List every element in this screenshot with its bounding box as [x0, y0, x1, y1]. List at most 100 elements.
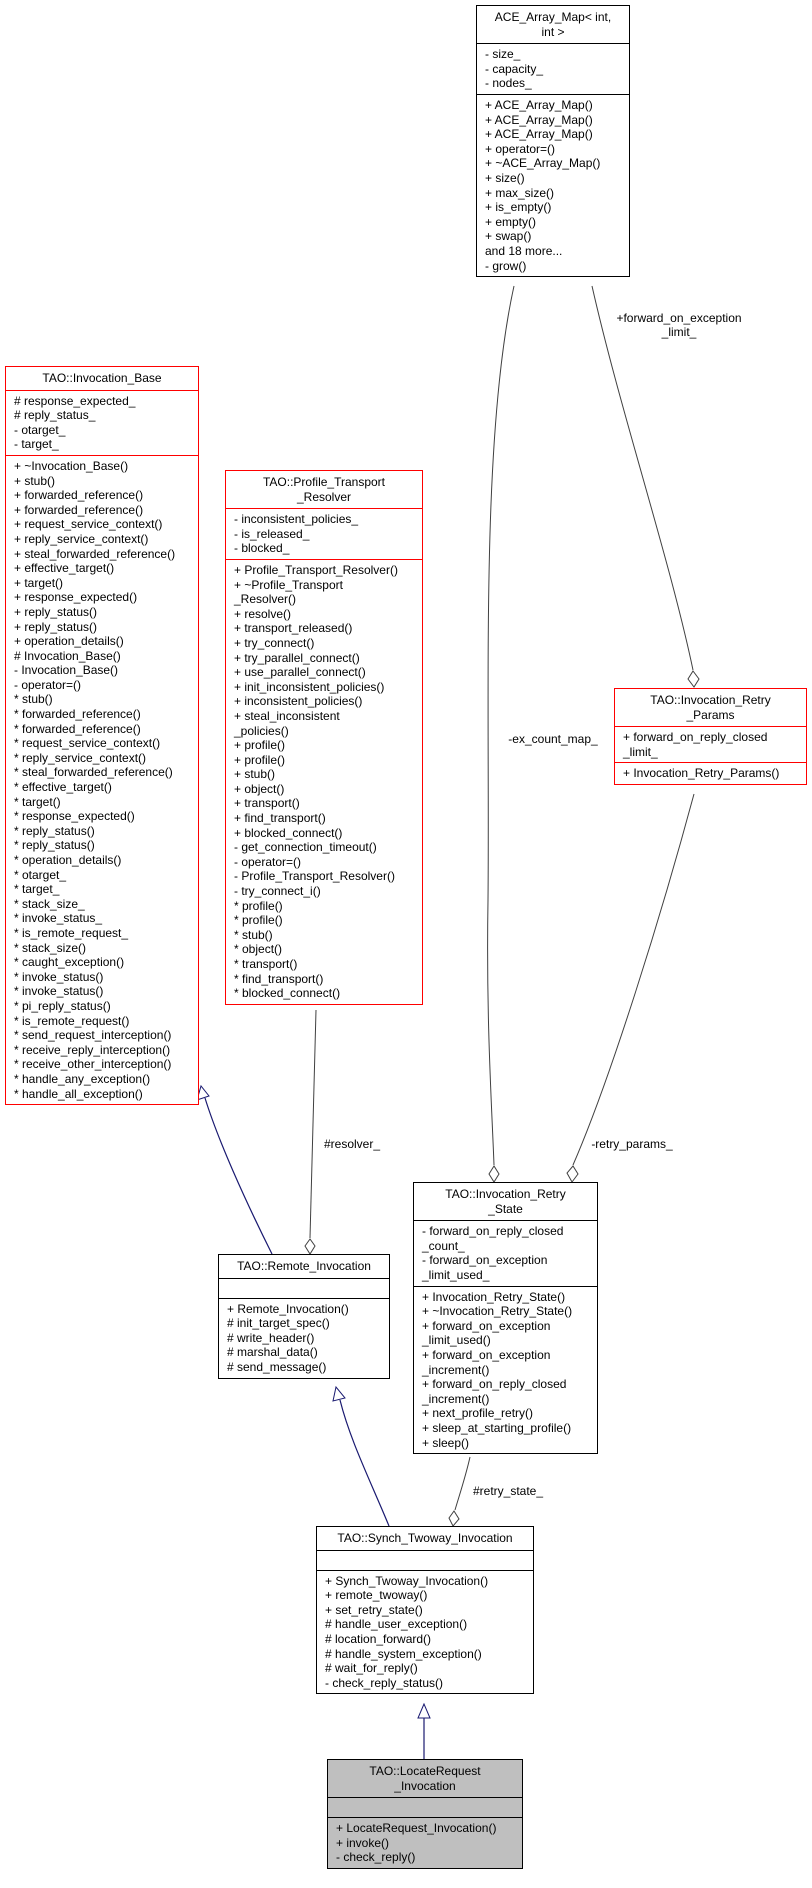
- operation: + reply_status(): [14, 604, 98, 619]
- operation: * response_expected(): [14, 809, 135, 824]
- operation: * object(): [234, 942, 283, 957]
- operation: * reply_service_context(): [14, 750, 147, 765]
- operation: + reply_service_context(): [14, 531, 149, 546]
- operation: + transport_released(): [234, 621, 353, 636]
- operation: * invoke_status(): [14, 984, 104, 999]
- operation: - Profile_Transport_Resolver(): [234, 869, 395, 884]
- attribute: - size_: [485, 47, 521, 62]
- class-operations: + ~Invocation_Base() + stub() + forwarde…: [6, 454, 198, 1104]
- class-operations: + LocateRequest_Invocation() + invoke() …: [328, 1817, 522, 1868]
- class-operations: + Remote_Invocation() # init_target_spec…: [219, 1297, 389, 1378]
- operation: * profile(): [234, 898, 283, 913]
- attribute: - forward_on_reply_closed: [422, 1224, 564, 1239]
- class-invocation-retry-params[interactable]: TAO::Invocation_Retry _Params + forward_…: [614, 688, 807, 785]
- operation: + response_expected(): [14, 590, 138, 605]
- operation: * reply_status(): [14, 823, 95, 838]
- operation: * stack_size(): [14, 940, 87, 955]
- attribute: - inconsistent_policies_: [234, 512, 359, 527]
- operation: # marshal_data(): [227, 1345, 318, 1360]
- class-attributes: - forward_on_reply_closed _count_ - forw…: [414, 1220, 597, 1285]
- class-attributes: - inconsistent_policies_ - is_released_ …: [226, 508, 422, 559]
- operation: - operator=(): [234, 854, 302, 869]
- operation: + transport(): [234, 796, 300, 811]
- class-locaterequest-invocation[interactable]: TAO::LocateRequest _Invocation + LocateR…: [327, 1759, 523, 1869]
- class-synch-twoway-invocation[interactable]: TAO::Synch_Twoway_Invocation + Synch_Two…: [316, 1526, 534, 1695]
- operation: * find_transport(): [234, 971, 324, 986]
- operation: + Synch_Twoway_Invocation(): [325, 1573, 489, 1588]
- class-title-text: TAO::Remote_Invocation: [237, 1259, 371, 1273]
- attribute: - nodes_: [485, 76, 532, 91]
- edge-ex-count-map-diamond: [488, 1165, 500, 1183]
- attribute: - capacity_: [485, 61, 544, 76]
- class-invocation-retry-state[interactable]: TAO::Invocation_Retry _State - forward_o…: [413, 1182, 598, 1455]
- operation: * otarget_: [14, 867, 67, 882]
- edge-label-retry-params: -retry_params_: [591, 1137, 673, 1151]
- attribute: - target_: [14, 437, 59, 452]
- attribute: - otarget_: [14, 422, 66, 437]
- operation: + Invocation_Retry_Params(): [623, 766, 780, 781]
- operation: * stack_size_: [14, 896, 85, 911]
- edge-label-retry-state: #retry_state_: [472, 1484, 544, 1498]
- class-remote-invocation[interactable]: TAO::Remote_Invocation + Remote_Invocati…: [218, 1254, 390, 1379]
- edge-ex-count-map: [487, 285, 515, 1166]
- operation: + size(): [485, 170, 525, 185]
- operation: * is_remote_request_: [14, 925, 129, 940]
- operation: + profile(): [234, 738, 286, 753]
- operation: - grow(): [485, 258, 527, 273]
- operation: + reply_status(): [14, 619, 98, 634]
- operation: * transport(): [234, 957, 298, 971]
- operation: + ACE_Array_Map(): [485, 127, 593, 142]
- class-title-text: TAO::Invocation_Base: [42, 371, 162, 385]
- operation: # Invocation_Base(): [14, 648, 121, 663]
- class-title: TAO::Invocation_Retry _Params: [615, 689, 806, 726]
- operation: + forwarded_reference(): [14, 488, 144, 503]
- edge-label-resolver: #resolver_: [323, 1137, 381, 1151]
- operation: * caught_exception(): [14, 955, 125, 970]
- operation: * send_request_interception(): [14, 1028, 172, 1043]
- attribute: # response_expected_: [14, 393, 136, 408]
- operation: _limit_used(): [422, 1333, 491, 1348]
- operation: _Resolver(): [234, 592, 297, 607]
- operation: + target(): [14, 575, 64, 590]
- operation: + try_connect(): [234, 635, 315, 650]
- operation: + empty(): [485, 214, 537, 229]
- operation: + object(): [234, 781, 285, 796]
- operation: and 18 more...: [485, 243, 563, 258]
- operation: * forwarded_reference(): [14, 721, 141, 736]
- operation: + Invocation_Retry_State(): [422, 1289, 566, 1304]
- operation: * steal_forwarded_reference(): [14, 765, 173, 780]
- attribute: _limit_used_: [422, 1267, 490, 1282]
- class-attributes: [328, 1797, 522, 1817]
- operation: * reply_status(): [14, 838, 95, 853]
- class-invocation-base[interactable]: TAO::Invocation_Base # response_expected…: [5, 366, 199, 1106]
- operation: + Profile_Transport_Resolver(): [234, 562, 398, 577]
- edge-inherit-locate-synch-arrow: [417, 1702, 431, 1719]
- operation: + stub(): [234, 767, 276, 782]
- operation: # init_target_spec(): [227, 1316, 330, 1331]
- class-title: TAO::Profile_Transport _Resolver: [226, 471, 422, 508]
- class-attributes: [219, 1277, 389, 1298]
- operation: + blocked_connect(): [234, 825, 343, 840]
- edge-retry-params: [572, 793, 695, 1166]
- class-operations: + ACE_Array_Map() + ACE_Array_Map() + AC…: [477, 93, 629, 276]
- operation: _increment(): [422, 1391, 490, 1406]
- class-ace-array-map[interactable]: ACE_Array_Map< int, int > - size_ - capa…: [476, 5, 630, 278]
- operation: + forward_on_exception: [422, 1318, 551, 1333]
- attribute: _limit_: [623, 744, 658, 759]
- edge-inherit-synch-remote-arrow: [332, 1385, 346, 1402]
- operation: + ~Profile_Transport: [234, 577, 343, 592]
- operation: + request_service_context(): [14, 517, 163, 532]
- operation: * handle_any_exception(): [14, 1071, 151, 1086]
- operation: + steal_forwarded_reference(): [14, 546, 176, 561]
- operation: # send_message(): [227, 1359, 327, 1374]
- class-profile-transport-resolver[interactable]: TAO::Profile_Transport _Resolver - incon…: [225, 470, 423, 1005]
- edge-resolver-diamond: [304, 1238, 316, 1255]
- operation: + effective_target(): [14, 561, 115, 576]
- attribute: - forward_on_exception: [422, 1253, 548, 1268]
- class-operations: + Profile_Transport_Resolver() + ~Profil…: [226, 558, 422, 1004]
- operation: - check_reply_status(): [325, 1675, 444, 1690]
- operation: * pi_reply_status(): [14, 998, 111, 1013]
- operation: + init_inconsistent_policies(): [234, 679, 385, 694]
